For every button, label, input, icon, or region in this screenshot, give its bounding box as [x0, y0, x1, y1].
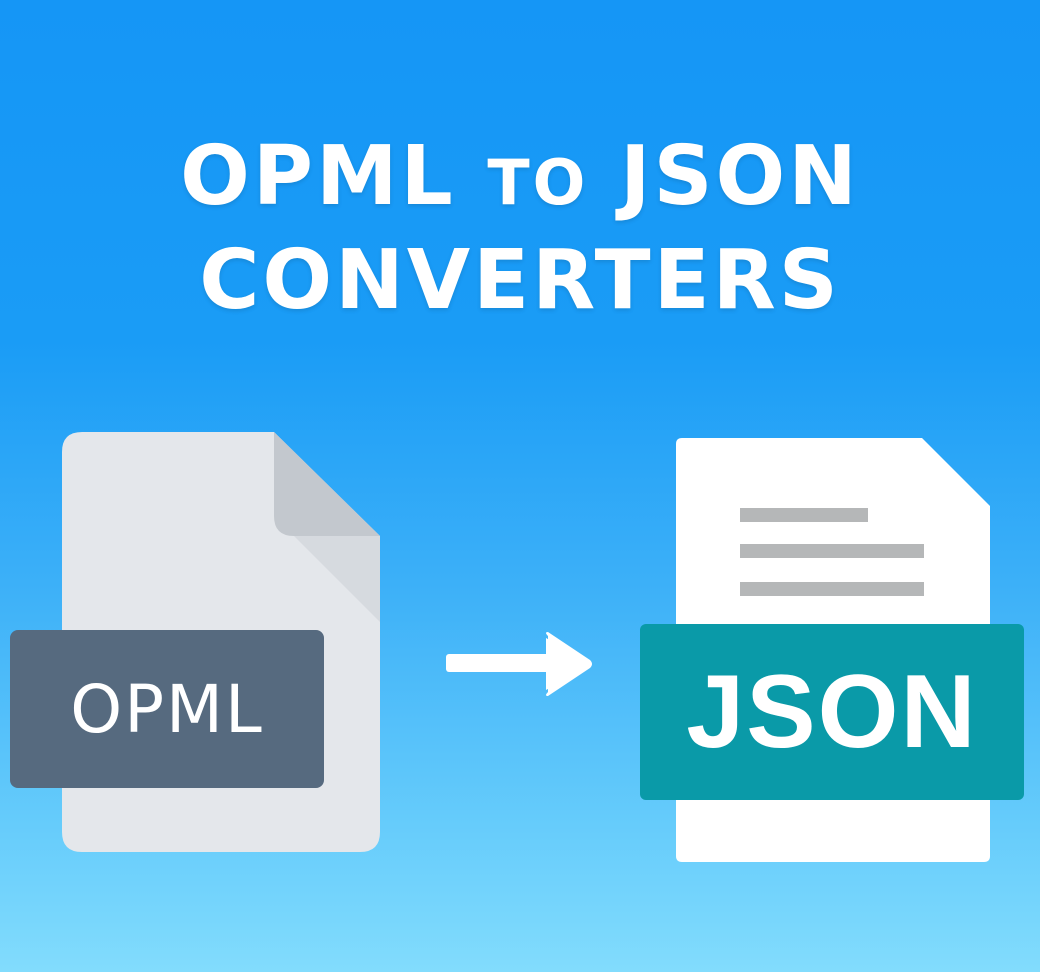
text-line-1 [740, 508, 868, 522]
title-to: TO [487, 146, 589, 219]
arrow-right-icon [446, 632, 592, 696]
title-opml: OPML [180, 129, 456, 224]
json-file-label: JSON [640, 624, 1024, 800]
title-json: JSON [619, 129, 860, 224]
page-title: OPML TO JSON CONVERTERS [0, 128, 1040, 330]
title-line-2: CONVERTERS [199, 233, 841, 328]
opml-file-label: OPML [10, 630, 324, 788]
text-line-2 [740, 544, 924, 558]
title-line-1: OPML TO JSON [0, 128, 1040, 232]
text-line-3 [740, 582, 924, 596]
